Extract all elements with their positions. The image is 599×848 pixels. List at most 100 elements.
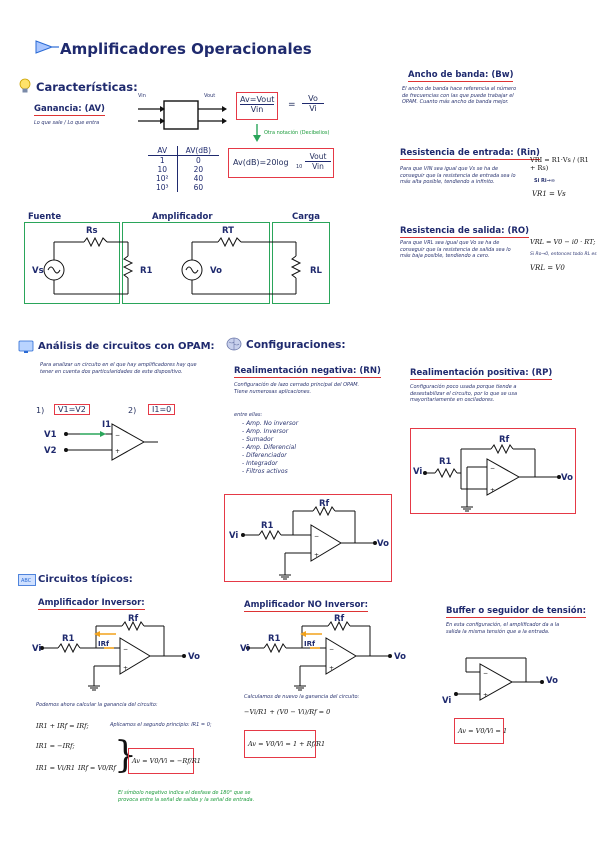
list-item-label: Sumador: [246, 436, 274, 443]
inversor-desc: Podemos ahora calcular la ganancia del c…: [36, 702, 158, 708]
page-title: Amplificadores Operacionales: [60, 40, 312, 58]
i1-label: I1: [102, 420, 112, 430]
ro-result: VRL = V0: [530, 264, 565, 272]
db-num: Vout: [305, 152, 331, 162]
realimentacion-negativa-title: Realimentación negativa: (RN): [234, 366, 381, 378]
inv-rf-label: Rf: [128, 614, 139, 624]
r1-label: R1: [140, 266, 153, 276]
caracteristicas-title: Características:: [36, 80, 138, 94]
ninv-vo-label: Vo: [394, 652, 406, 662]
svg-text:+: +: [483, 692, 488, 699]
db-sub: 10: [296, 164, 303, 170]
no-inversor-title: Amplificador NO Inversor:: [244, 600, 368, 612]
buffer-title: Buffer o seguidor de tensión:: [446, 606, 587, 618]
item1-box: V1=V2: [54, 404, 90, 415]
positive-feedback-svg: − +: [423, 443, 561, 512]
ro-formula: VRL = V0 − i0 · RT;: [530, 238, 596, 246]
av-table-header: AV: [148, 146, 178, 156]
positiva-desc: Configuración poco usada porque tiende a…: [410, 384, 518, 403]
buffer-desc: En esta configuración, el amplificador d…: [446, 622, 560, 635]
inversor-eq1-note: Aplicamos el segundo principio: IR1 = 0;: [110, 722, 212, 728]
amplificador-box: [122, 222, 270, 304]
svg-text:+: +: [123, 665, 128, 672]
v2-label: V2: [44, 446, 57, 456]
svg-text:+: +: [115, 448, 120, 455]
rin-formula: VRI = R1·Vs / (R1 + Rs): [530, 156, 589, 172]
inversor-eq2: IR1 = −IRf;: [36, 742, 75, 750]
no-inversor-eq: −Vi/R1 + (V0 − Vi)/Rf = 0: [244, 708, 331, 716]
vo-num: Vo: [302, 94, 324, 104]
realimentacion-positiva-title: Realimentación positiva: (RP): [410, 368, 553, 380]
inversor-eq3a: IR1 = Vi/R1: [36, 764, 76, 772]
amp-block-svg: [138, 100, 227, 130]
lightbulb-icon: [19, 78, 31, 93]
list-item-label: Amp. No inversor: [246, 420, 299, 427]
vin-label: Vin: [138, 93, 146, 99]
down-arrow-icon: [253, 124, 261, 142]
svg-text:+: +: [314, 552, 319, 559]
svg-text:ABC: ABC: [21, 578, 32, 584]
otra-notacion: Otra notación (Decibelios): [264, 130, 330, 136]
av-num: Av=Vout: [240, 95, 275, 105]
list-item-label: Integrador: [246, 460, 278, 467]
ro-note: Si Ro→0, entonces todo RL es: [530, 252, 597, 257]
neg-vo-label: Vo: [377, 539, 389, 549]
db-formula-box: Av(dB)=20log 10 Vout Vin: [228, 148, 334, 178]
negativa-desc: Configuración de lazo cerrado principal …: [234, 382, 360, 395]
svg-text:+: +: [329, 665, 334, 672]
analisis-desc: Para analizar un circuito en el que hay …: [40, 362, 197, 375]
inv-irf-label: IRf: [98, 640, 110, 648]
db-den: Vin: [312, 162, 324, 171]
inv-vo-label: Vo: [188, 652, 200, 662]
fuente-box: [24, 222, 120, 304]
configuraciones-title: Configuraciones:: [246, 339, 346, 351]
negativa-circuit-box: − + Rf R1 Vi Vo: [224, 494, 392, 582]
monitor-icon: [18, 340, 34, 353]
rt-label: RT: [222, 226, 234, 236]
rl-label: RL: [310, 266, 322, 276]
neg-r1-label: R1: [261, 521, 274, 531]
carga-box: [272, 222, 330, 304]
list-item: - Amp. Diferencial: [242, 444, 297, 451]
svg-text:−: −: [329, 646, 334, 653]
svg-text:−: −: [123, 646, 128, 653]
ninv-irf-label: IRf: [304, 640, 316, 648]
pos-r1-label: R1: [439, 457, 452, 467]
list-item-label: Filtros activos: [246, 468, 288, 475]
list-item: - Amp. No inversor: [242, 420, 299, 427]
resistencia-entrada-desc: Para que VIN sea igual que Vs se ha de c…: [400, 166, 516, 185]
rin-note: Si Ri→∞: [534, 178, 555, 184]
entre-ellas: entre ellas:: [234, 412, 263, 418]
ninv-vi-label: Vi: [240, 644, 250, 654]
table-cell: 10³: [148, 183, 178, 192]
brain-icon: [226, 337, 242, 351]
ninv-rf-label: Rf: [334, 614, 345, 624]
ganancia-desc: Lo que sale / Lo que entra: [34, 120, 100, 126]
fuente-label: Fuente: [28, 212, 62, 222]
av-equals: =: [288, 100, 296, 110]
rs-label: Rs: [86, 226, 98, 236]
vo-label: Vo: [210, 266, 222, 276]
arrow-amp-icon: [35, 40, 59, 54]
analisis-title: Análisis de circuitos con OPAM:: [38, 341, 215, 352]
pos-vi-label: Vi: [413, 467, 423, 477]
inv-vi-label: Vi: [32, 644, 42, 654]
list-item-label: Amp. Diferencial: [246, 444, 297, 451]
av-formula-box: Av=Vout Vin: [236, 92, 278, 120]
vs-label: Vs: [32, 266, 44, 276]
v1-label: V1: [44, 430, 57, 440]
table-cell: 20: [193, 165, 204, 174]
pos-vo-label: Vo: [561, 473, 573, 483]
table-cell: 1: [148, 155, 178, 165]
av-table-header: AV(dB): [177, 146, 220, 156]
vo-vi-fraction: Vo Vi: [302, 94, 324, 113]
ninv-r1-label: R1: [268, 634, 281, 644]
inversor-gain-box: Av = V0/Vi = −Rf/R1: [128, 748, 201, 774]
table-cell: 10²: [148, 174, 178, 183]
table-cell: 10: [148, 165, 178, 174]
no-inversor-gain-box: Av = V0/Vi = 1 + Rf/R1: [244, 730, 325, 758]
buffer-vo-label: Vo: [546, 676, 558, 686]
